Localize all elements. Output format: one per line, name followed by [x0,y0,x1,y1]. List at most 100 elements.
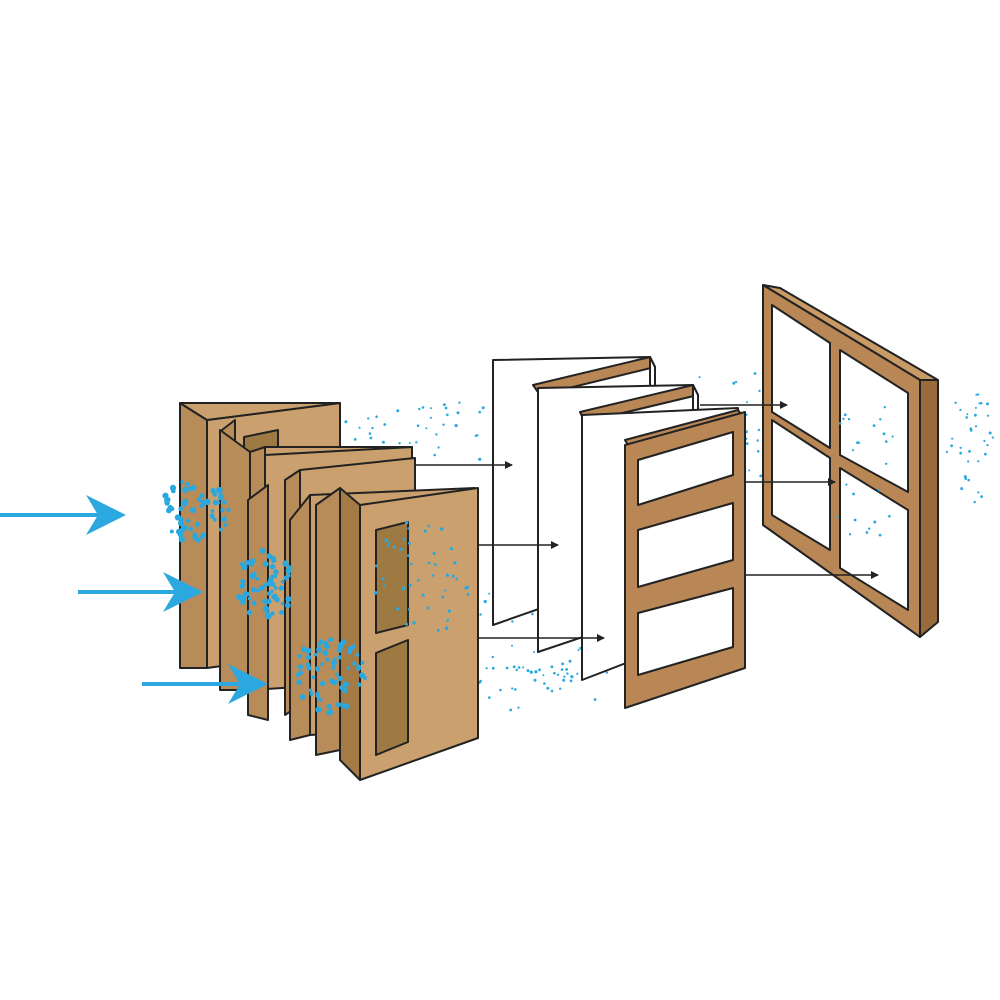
dust-particle-icon [221,516,227,522]
dust-particle-icon [192,534,199,541]
dust-particle-icon [456,411,460,415]
dust-particle-icon [478,410,482,414]
grid-frame-filter [762,284,939,638]
dust-particle-icon [974,425,978,428]
dust-particle-icon [757,428,761,432]
dust-particle-icon [605,671,609,674]
dust-particle-icon [950,444,953,448]
dust-particle-icon [383,584,386,587]
dust-particle-icon [186,518,191,524]
dust-particle-icon [330,659,337,666]
dust-particle-icon [201,532,206,537]
dust-particle-icon [178,506,184,512]
dust-particle-icon [966,413,969,416]
dust-particle-icon [842,417,845,420]
dust-particle-icon [449,547,454,551]
dust-particle-icon [748,469,751,472]
dust-particle-icon [244,560,249,565]
dust-particle-icon [416,424,420,428]
dust-particle-icon [332,657,337,662]
dust-particle-icon [753,372,757,375]
dust-particle-icon [251,600,257,606]
dust-particle-icon [412,621,416,625]
dust-particle-icon [357,682,362,687]
dust-particle-icon [255,576,260,581]
dust-particle-icon [270,611,275,616]
dust-particle-icon [511,620,514,623]
dust-particle-icon [879,418,882,421]
dust-particle-icon [986,444,989,447]
dust-particle-icon [967,460,970,463]
dust-particle-icon [212,517,217,522]
dust-particle-icon [421,593,425,597]
dust-particle-icon [399,547,403,551]
dust-particle-icon [188,526,194,532]
dust-particle-icon [236,593,242,600]
dust-particle-icon [305,647,312,654]
dust-particle-icon [239,562,245,567]
dust-particle-icon [865,531,869,534]
dust-particle-icon [247,596,252,601]
dust-particle-icon [698,376,701,379]
dust-particle-icon [318,697,323,702]
dust-particle-icon [328,637,334,643]
dust-particle-icon [218,492,223,497]
dust-particle-icon [344,703,350,710]
dust-particle-icon [499,688,502,692]
dust-particle-icon [951,437,954,440]
dust-particle-icon [342,681,349,688]
dust-particle-icon [226,507,231,513]
dust-particle-icon [381,440,385,444]
dust-particle-icon [367,417,370,420]
dust-particle-icon [196,497,202,502]
dust-particle-icon [298,670,304,675]
dust-particle-icon [407,541,411,545]
dust-particle-icon [446,413,449,417]
dust-particle-icon [979,402,983,405]
dust-particle-icon [885,440,888,443]
dust-particle-icon [352,661,357,666]
dust-particle-icon [745,442,749,445]
dust-particle-icon [466,592,470,596]
dust-particle-icon [182,486,189,494]
dust-particle-icon [481,406,485,410]
dust-particle-icon [756,439,759,442]
dust-particle-icon [280,579,285,584]
dust-particle-icon [189,487,194,492]
dust-particle-icon [407,608,411,611]
dust-particle-icon [451,574,455,578]
dust-particle-icon [975,393,978,396]
dust-particle-icon [266,598,272,605]
dust-particle-icon [315,706,322,713]
dust-particle-icon [308,688,313,693]
dust-particle-icon [388,542,391,545]
dust-particle-icon [273,586,278,590]
dust-particle-icon [847,418,851,421]
dust-particle-icon [836,515,839,519]
dust-particle-icon [872,424,876,427]
dust-particle-icon [429,416,432,419]
dust-particle-icon [204,498,211,505]
dust-particle-icon [222,499,227,505]
dust-particle-icon [988,431,992,435]
dust-particle-icon [577,649,580,652]
dust-particle-icon [284,602,291,609]
dust-particle-icon [374,564,378,568]
dust-particle-icon [517,706,520,709]
dust-particle-icon [250,587,257,593]
dust-particle-icon [436,628,440,632]
dust-particle-icon [319,680,326,687]
dust-particle-icon [297,653,302,659]
dust-particle-icon [432,551,436,556]
dust-particle-icon [974,413,977,417]
dust-particle-icon [534,670,538,674]
dust-particle-icon [282,560,289,567]
dust-particle-icon [479,613,482,616]
dust-particle-icon [283,575,289,581]
dust-particle-icon [561,662,565,666]
dust-particle-icon [838,422,842,425]
dust-particle-icon [278,585,284,591]
dust-particle-icon [542,674,545,677]
